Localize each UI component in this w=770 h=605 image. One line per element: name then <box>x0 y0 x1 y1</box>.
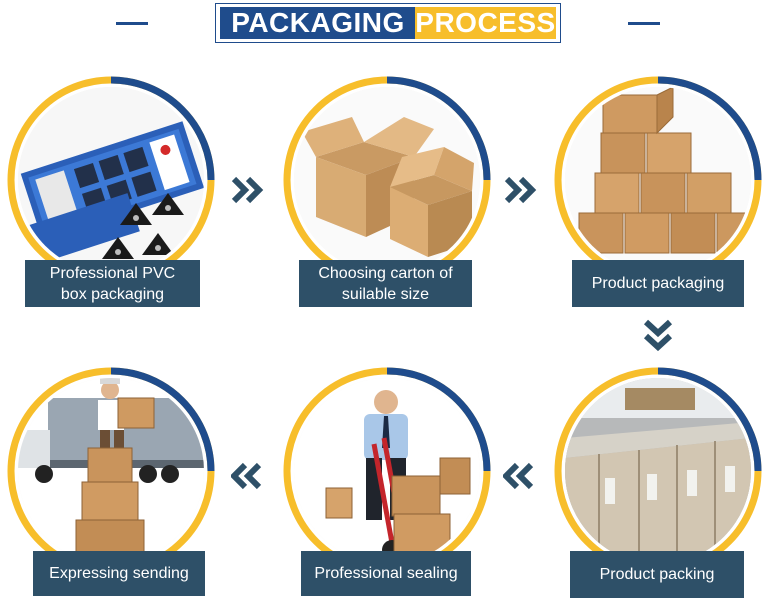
chevron-left-icon <box>501 462 539 495</box>
step-caption: Product packing <box>570 551 744 598</box>
step-caption: Product packaging <box>572 260 744 307</box>
stacked-cartons-image <box>565 87 751 273</box>
title-line-right <box>628 22 660 25</box>
step-label: Expressing sending <box>49 565 189 582</box>
title-part-process: PROCESS <box>415 7 556 39</box>
chevron-right-icon <box>504 176 540 209</box>
step-label: Professional PVC box packaging <box>49 264 176 303</box>
step-ring <box>282 75 492 285</box>
step-label: Professional sealing <box>314 565 458 582</box>
pvc-insert-box-image <box>18 87 204 273</box>
wooden-crates-warehouse-image <box>565 378 751 564</box>
step-caption: Choosing carton of suilable size <box>299 260 472 307</box>
chevron-right-icon <box>231 176 267 209</box>
step-label: Choosing carton of suilable size <box>318 264 453 303</box>
step-caption: Professional PVC box packaging <box>25 260 200 307</box>
title-line-left <box>116 22 148 25</box>
title-part-packaging: PACKAGING <box>220 7 416 39</box>
chevron-left-icon <box>229 462 267 495</box>
worker-hand-truck-image <box>294 378 480 564</box>
step-ring <box>553 366 763 576</box>
step-ring <box>553 75 763 285</box>
page-title: PACKAGING PROCESS <box>215 3 561 43</box>
chevron-down-icon <box>643 319 673 360</box>
step-label: Product packaging <box>591 275 725 292</box>
step-ring <box>6 75 216 285</box>
step-ring <box>282 366 492 576</box>
step-ring <box>6 366 216 576</box>
step-label: Product packing <box>599 566 715 583</box>
open-cartons-image <box>294 87 480 273</box>
truck-delivery-image <box>18 378 204 564</box>
step-caption: Professional sealing <box>301 551 471 596</box>
step-caption: Expressing sending <box>33 551 205 596</box>
